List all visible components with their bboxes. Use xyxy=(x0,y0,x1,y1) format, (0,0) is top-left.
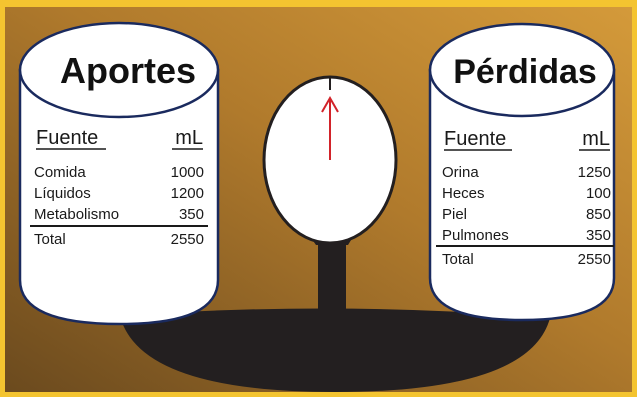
intake-title: Aportes xyxy=(60,50,196,91)
losses-row-ml: 850 xyxy=(586,206,611,223)
balance-gauge xyxy=(262,75,398,245)
intake-col-source: Fuente xyxy=(36,127,98,149)
intake-container: Aportes Fuente mL Comida 1000 Líquidos 1… xyxy=(18,21,220,326)
losses-col-source: Fuente xyxy=(444,128,506,150)
intake-row-source: Comida xyxy=(34,164,86,181)
losses-row-source: Pulmones xyxy=(442,227,509,244)
intake-total-value: 2550 xyxy=(171,231,204,248)
intake-row-ml: 1000 xyxy=(171,164,204,181)
losses-col-ml: mL xyxy=(582,128,610,150)
intake-row-source: Metabolismo xyxy=(34,206,119,223)
losses-row-ml: 1250 xyxy=(578,164,611,181)
intake-total-label: Total xyxy=(34,231,66,248)
losses-total-label: Total xyxy=(442,251,474,268)
losses-row-source: Piel xyxy=(442,206,467,223)
up-arrow-icon xyxy=(321,95,339,160)
losses-row-source: Heces xyxy=(442,185,485,202)
intake-row-ml: 350 xyxy=(179,206,204,223)
losses-row-ml: 100 xyxy=(586,185,611,202)
losses-total-value: 2550 xyxy=(578,251,611,268)
intake-row-ml: 1200 xyxy=(171,185,204,202)
losses-title: Pérdidas xyxy=(453,53,597,91)
intake-row-source: Líquidos xyxy=(34,185,91,202)
intake-col-ml: mL xyxy=(175,127,203,149)
losses-container: Pérdidas Fuente mL Orina 1250 Heces 100 … xyxy=(428,22,616,322)
losses-row-source: Orina xyxy=(442,164,479,181)
losses-row-ml: 350 xyxy=(586,227,611,244)
